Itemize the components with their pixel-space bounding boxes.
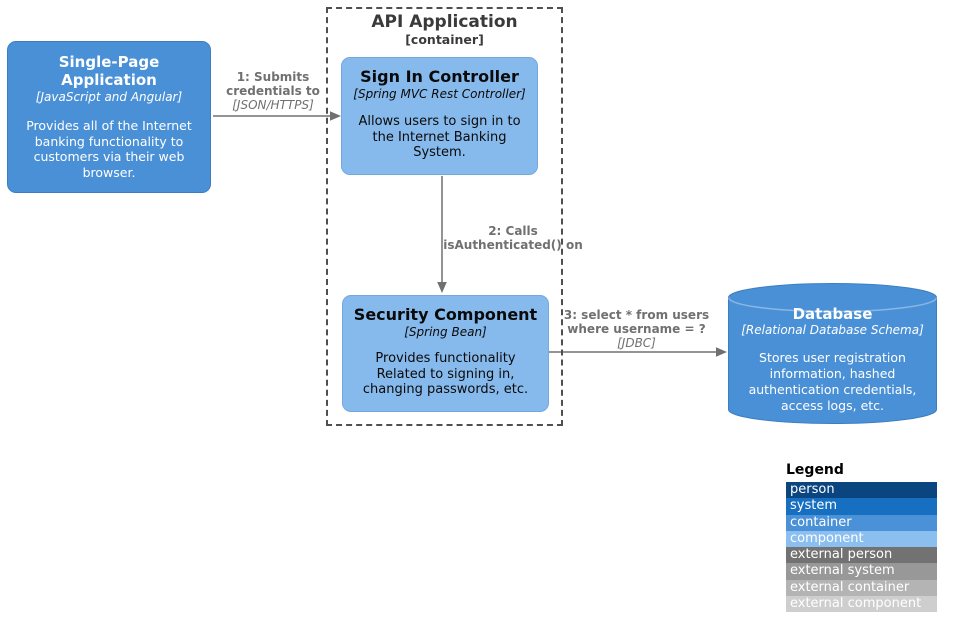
relationship-2-label: 2: Calls isAuthenticated() on	[438, 224, 588, 252]
node-technology: [Spring Bean]	[404, 325, 487, 339]
node-database: Database [Relational Database Schema] St…	[728, 283, 937, 424]
legend-row-external-system: external system	[786, 563, 937, 580]
node-description: Allows users to sign in to the Internet …	[358, 114, 521, 160]
legend-row-container: container	[786, 514, 937, 531]
relationship-technology: [JDBC]	[617, 336, 656, 350]
node-technology: [Relational Database Schema]	[741, 323, 924, 337]
relationship-text: 3: select * from users where username = …	[563, 308, 710, 336]
relationship-text: 1: Submits credentials to	[226, 70, 320, 98]
legend-row-person: person	[786, 482, 937, 499]
boundary-api-application: API Application [container]	[326, 7, 563, 426]
legend: Legend person system container component…	[786, 462, 937, 612]
relationship-1-label: 1: Submits credentials to [JSON/HTTPS]	[213, 70, 333, 112]
node-description: Provides all of the Internet banking fun…	[26, 118, 192, 180]
boundary-title: API Application	[371, 12, 518, 32]
legend-row-external-component: external component	[786, 595, 937, 612]
legend-row-external-person: external person	[786, 547, 937, 564]
node-title: Database	[792, 305, 873, 323]
legend-row-system: system	[786, 498, 937, 515]
relationship-text: 2: Calls isAuthenticated() on	[443, 224, 583, 252]
node-security-component: Security Component [Spring Bean] Provide…	[342, 295, 549, 412]
node-title: Security Component	[353, 305, 538, 324]
node-sign-in-controller: Sign In Controller [Spring MVC Rest Cont…	[341, 57, 538, 175]
relationship-1-arrow	[213, 111, 341, 121]
database-text: Database [Relational Database Schema] St…	[728, 283, 937, 414]
node-technology: [JavaScript and Angular]	[35, 90, 183, 104]
relationship-technology: [JSON/HTTPS]	[232, 98, 314, 112]
node-technology: [Spring MVC Rest Controller]	[353, 87, 526, 101]
relationship-3-label: 3: select * from users where username = …	[558, 308, 715, 350]
database-cylinder-icon	[728, 283, 937, 424]
node-single-page-application: Single-Page Application [JavaScript and …	[7, 41, 211, 193]
legend-row-component: component	[786, 530, 937, 547]
boundary-type-label: [container]	[405, 32, 484, 47]
legend-row-external-container: external container	[786, 579, 937, 596]
node-title: Single-Page Application	[58, 53, 160, 89]
node-description: Provides functionality Related to signin…	[362, 351, 529, 397]
node-description: Stores user registration information, ha…	[748, 350, 917, 413]
legend-title: Legend	[786, 462, 844, 478]
node-title: Sign In Controller	[360, 67, 519, 86]
